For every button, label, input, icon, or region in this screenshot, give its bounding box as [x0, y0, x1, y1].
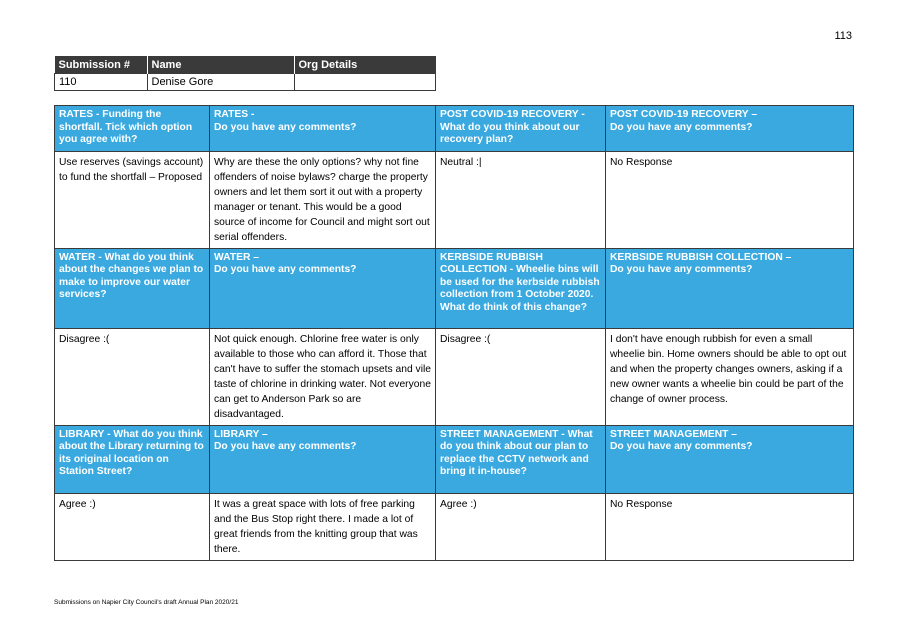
answer-cell: Disagree :(	[435, 327, 606, 426]
answer-cell: Agree :)	[54, 492, 210, 561]
answer-cell: Use reserves (savings account) to fund t…	[54, 150, 210, 249]
comment-question: Do you have any comments?	[610, 121, 753, 133]
question-cell: RATES - Funding the shortfall. Tick whic…	[54, 105, 210, 152]
page-footer: Submissions on Napier City Council's dra…	[54, 599, 239, 606]
answer-cell: Neutral :|	[435, 150, 606, 249]
comment-question: Do you have any comments?	[214, 264, 357, 275]
question-text: - What do you think about our recovery p…	[440, 109, 585, 145]
comment-title: RATES -	[214, 109, 255, 120]
comment-cell: I don't have enough rubbish for even a s…	[605, 327, 854, 426]
page-number: 113	[834, 30, 852, 42]
topic-label: RATES	[59, 109, 94, 120]
comment-title: LIBRARY –	[214, 428, 268, 440]
submission-table: Submission # Name Org Details 110 Denise…	[54, 56, 436, 91]
question-cell: LIBRARY - What do you think about the Li…	[54, 424, 210, 494]
section-header-row: WATER - What do you think about the chan…	[54, 247, 854, 329]
question-text: - Funding the shortfall. Tick which opti…	[59, 109, 193, 145]
name-value: Denise Gore	[146, 73, 295, 91]
section-answer-row: Disagree :( Not quick enough. Chlorine f…	[54, 327, 854, 426]
topic-label: WATER	[59, 251, 96, 263]
question-cell: WATER - What do you think about the chan…	[54, 247, 210, 329]
section-answer-row: Agree :) It was a great space with lots …	[54, 492, 854, 561]
question-text: - What do you think about our plan to re…	[440, 428, 593, 478]
comment-cell: Not quick enough. Chlorine free water is…	[209, 327, 436, 426]
section-header-row: LIBRARY - What do you think about the Li…	[54, 424, 854, 494]
comment-header-cell: WATER – Do you have any comments?	[209, 247, 436, 329]
comment-title: WATER –	[214, 251, 260, 263]
comment-header-cell: POST COVID-19 RECOVERY – Do you have any…	[605, 105, 854, 152]
org-details-header: Org Details	[294, 56, 436, 74]
question-cell: POST COVID-19 RECOVERY - What do you thi…	[435, 105, 606, 152]
section-header-row: RATES - Funding the shortfall. Tick whic…	[54, 105, 854, 152]
submission-number-value: 110	[54, 73, 148, 91]
comment-cell: Why are these the only options? why not …	[209, 150, 436, 249]
comment-header-cell: KERBSIDE RUBBISH COLLECTION – Do you hav…	[605, 247, 854, 329]
name-header: Name	[147, 56, 295, 74]
org-details-value	[293, 73, 436, 91]
question-text: - What do you think about the changes we…	[59, 251, 204, 301]
answer-cell: Disagree :(	[54, 327, 210, 426]
comment-header-cell: LIBRARY – Do you have any comments?	[209, 424, 436, 494]
question-text: - What do you think about the Library re…	[59, 428, 204, 478]
comment-cell: No Response	[605, 492, 854, 561]
comment-cell: No Response	[605, 150, 854, 249]
topic-label: KERBSIDE RUBBISH COLLECTION	[440, 251, 543, 276]
question-cell: KERBSIDE RUBBISH COLLECTION - Wheelie bi…	[435, 247, 606, 329]
comment-question: Do you have any comments?	[214, 441, 357, 452]
responses-table: RATES - Funding the shortfall. Tick whic…	[54, 105, 854, 561]
comment-cell: It was a great space with lots of free p…	[209, 492, 436, 561]
topic-label: POST COVID-19 RECOVERY	[440, 109, 579, 120]
comment-header-cell: RATES - Do you have any comments?	[209, 105, 436, 152]
comment-title: KERBSIDE RUBBISH COLLECTION –	[610, 251, 792, 263]
topic-label: STREET MANAGEMENT	[440, 428, 559, 440]
submission-number-header: Submission #	[54, 56, 148, 74]
comment-header-cell: STREET MANAGEMENT – Do you have any comm…	[605, 424, 854, 494]
topic-label: LIBRARY	[59, 428, 105, 440]
comment-title: POST COVID-19 RECOVERY –	[610, 109, 758, 120]
comment-title: STREET MANAGEMENT –	[610, 428, 738, 440]
section-answer-row: Use reserves (savings account) to fund t…	[54, 150, 854, 249]
answer-cell: Agree :)	[435, 492, 606, 561]
question-cell: STREET MANAGEMENT - What do you think ab…	[435, 424, 606, 494]
comment-question: Do you have any comments?	[610, 264, 753, 275]
question-text: - Wheelie bins will be used for the kerb…	[440, 264, 600, 313]
comment-question: Do you have any comments?	[214, 121, 357, 133]
comment-question: Do you have any comments?	[610, 441, 753, 452]
